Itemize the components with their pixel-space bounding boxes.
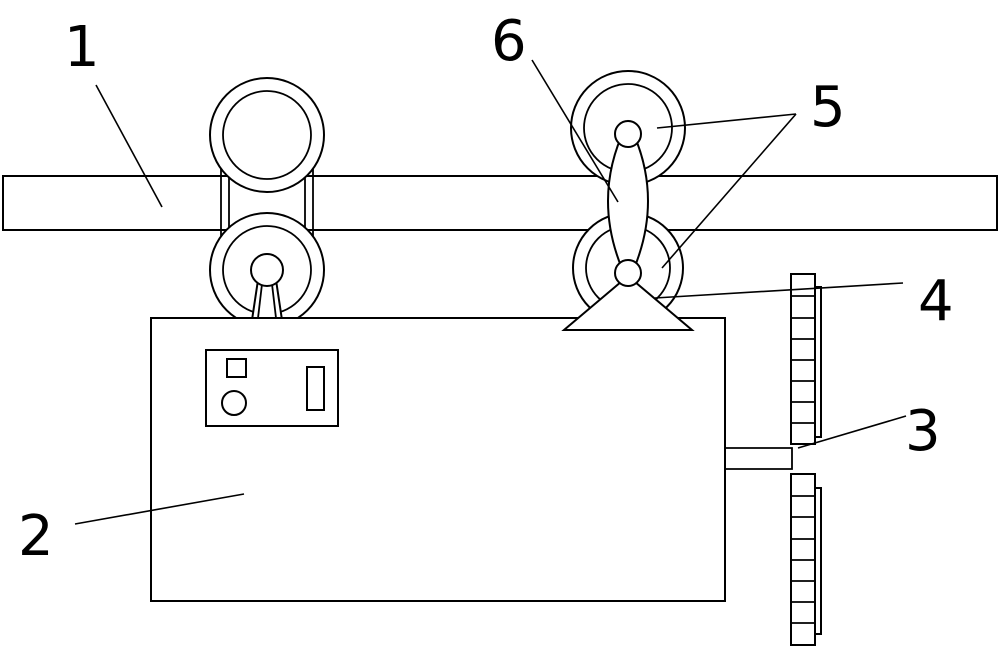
support-block <box>561 274 695 331</box>
gear-rack-upper <box>790 273 816 445</box>
pin-upper <box>614 120 642 148</box>
callout-pins: 5 <box>810 75 846 140</box>
pin-lower <box>614 259 642 287</box>
left-upper-roller <box>209 77 325 193</box>
leader-line-5a <box>656 113 797 129</box>
leader-line-3 <box>797 415 907 449</box>
left-roller-hub <box>250 253 284 287</box>
control-knob <box>221 390 247 416</box>
gear-bracket <box>725 273 822 646</box>
callout-link-plate: 6 <box>491 9 527 74</box>
control-panel <box>205 349 339 427</box>
leader-line-6 <box>531 59 619 203</box>
callout-rail: 1 <box>64 15 100 80</box>
callout-gear-bracket: 3 <box>905 399 941 464</box>
leader-line-5b <box>661 113 797 269</box>
rail <box>2 175 998 231</box>
leader-line-4 <box>654 282 904 299</box>
leader-line-2 <box>74 493 245 525</box>
leader-line-1 <box>95 84 163 208</box>
indicator-square <box>226 358 247 378</box>
callout-support-block: 4 <box>918 269 954 334</box>
callout-housing: 2 <box>18 504 54 569</box>
display-slot <box>306 366 325 411</box>
